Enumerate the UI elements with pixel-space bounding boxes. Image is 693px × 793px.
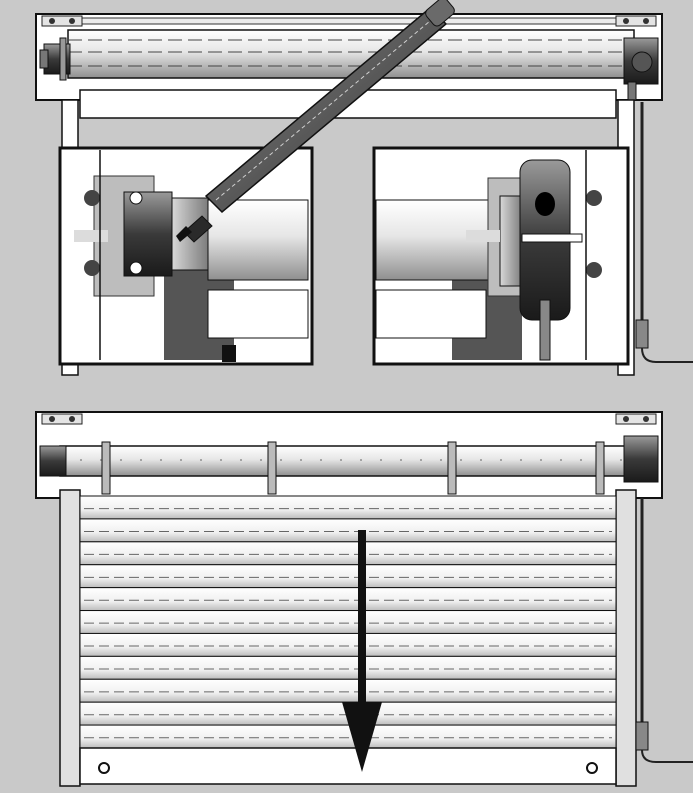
shutter-slat xyxy=(79,564,617,589)
bottom-assembly xyxy=(35,411,693,787)
shutter-slat xyxy=(79,632,617,657)
screw-plate-right-icon xyxy=(615,15,657,27)
adjustment-screwdriver-icon xyxy=(176,0,455,243)
screw-plate-left-icon xyxy=(41,413,83,425)
shutter-bottom-bar xyxy=(79,747,617,785)
roller-tube-icon xyxy=(67,29,635,79)
tubular-motor-icon xyxy=(39,445,67,477)
end-cap-pulley-icon xyxy=(519,159,583,321)
shutter-slat xyxy=(79,541,617,566)
shutter-slat xyxy=(79,678,617,703)
shutter-slat xyxy=(79,610,617,634)
shutter-slat xyxy=(79,587,617,612)
screw-plate-left-icon xyxy=(41,15,83,27)
end-bracket-icon xyxy=(623,37,659,101)
down-arrow-icon xyxy=(342,530,382,772)
shutter-slats-icon xyxy=(79,495,617,749)
crank-rod-icon xyxy=(635,102,693,363)
shutter-slat xyxy=(79,655,617,680)
shutter-slat xyxy=(79,495,617,520)
shutter-slat xyxy=(79,724,617,749)
motor-head-icon xyxy=(123,191,173,277)
side-rail-right xyxy=(615,489,637,787)
screw-plate-right-icon xyxy=(615,413,657,425)
end-bracket-icon xyxy=(623,435,659,483)
detail-left-motor-head xyxy=(58,146,314,366)
top-assembly xyxy=(35,0,693,376)
tubular-motor-icon xyxy=(39,37,71,81)
detail-right-end-cap xyxy=(372,146,630,366)
crank-rod-icon xyxy=(635,498,693,763)
side-rail-left xyxy=(59,489,81,787)
shutter-slat xyxy=(79,518,617,543)
